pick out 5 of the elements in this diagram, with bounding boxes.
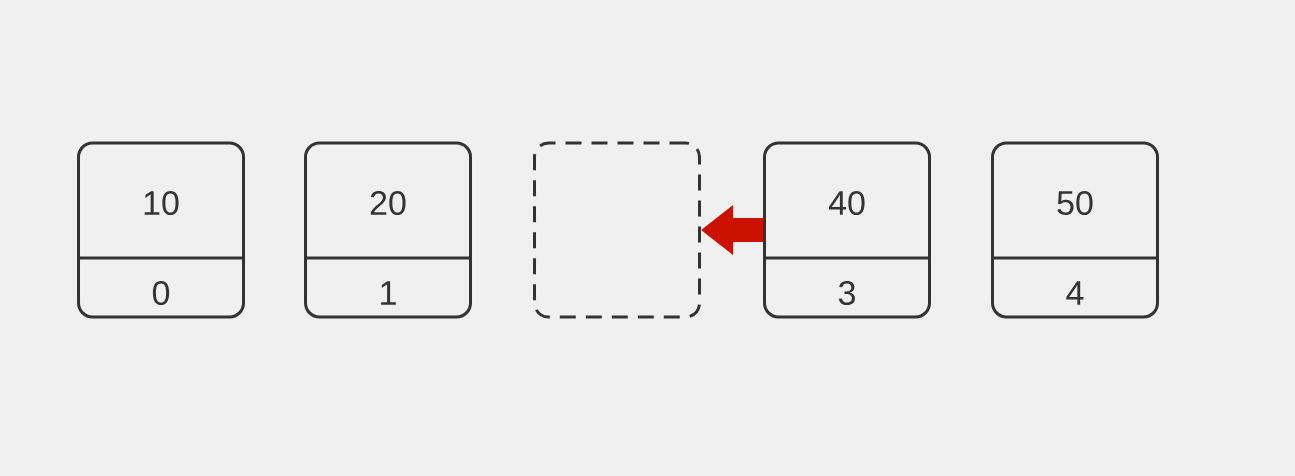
empty-slot	[533, 141, 701, 319]
array-box: 50 4	[991, 141, 1159, 319]
array-box: 40 3	[763, 141, 931, 319]
array-box: 20 1	[304, 141, 472, 319]
array-box: 10 0	[77, 141, 245, 319]
